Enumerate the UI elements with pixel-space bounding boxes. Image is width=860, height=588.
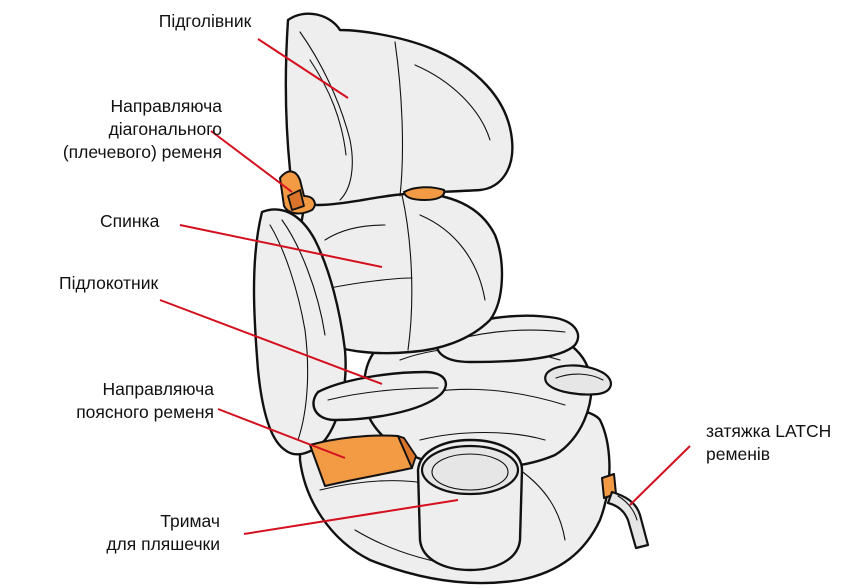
label-shoulder-line-3: (плечевого) ременя: [0, 141, 222, 164]
label-backrest: Спинка: [100, 210, 159, 233]
label-latch-line-1: затяжка LATCH: [706, 420, 831, 443]
label-headrest: Підголівник: [130, 10, 280, 33]
headrest: [286, 14, 513, 205]
label-lap-line-1: Направляюча: [30, 378, 214, 401]
label-cup-line-2: для пляшечки: [40, 533, 220, 556]
label-lap-line-2: поясного ременя: [30, 401, 214, 424]
right-shoulder-belt-guide: [404, 187, 444, 200]
label-shoulder-line-2: діагонального: [0, 118, 222, 141]
cup-holder: [418, 440, 522, 570]
leader-shoulder-guide: [211, 131, 292, 192]
leader-latch: [630, 446, 690, 505]
latch-strap: [602, 474, 648, 548]
label-armrest: Підлокотник: [59, 272, 158, 295]
label-headrest-line: Підголівник: [130, 10, 280, 33]
label-shoulder-belt-guide: Направляюча діагонального (плечевого) ре…: [0, 95, 222, 164]
label-cup-line-1: Тримач: [40, 510, 220, 533]
label-armrest-line: Підлокотник: [59, 272, 158, 295]
label-latch-line-2: ременів: [706, 443, 831, 466]
label-shoulder-line-1: Направляюча: [0, 95, 222, 118]
label-latch: затяжка LATCH ременів: [706, 420, 831, 466]
label-backrest-line: Спинка: [100, 210, 159, 233]
label-cup-holder: Тримач для пляшечки: [40, 510, 220, 556]
label-lap-belt-guide: Направляюча поясного ременя: [30, 378, 214, 424]
